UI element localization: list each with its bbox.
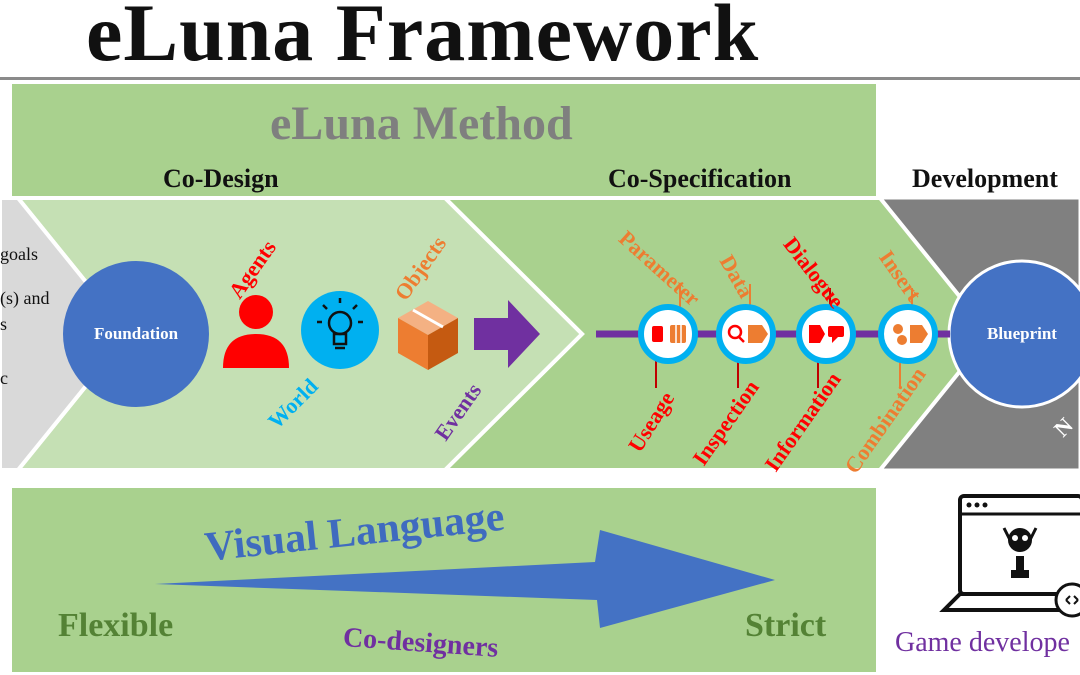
lightbulb-icon [301,291,379,369]
goals-fragment: goals [0,244,38,264]
flexible-label: Flexible [58,607,174,644]
hand-icon [638,304,698,364]
box-icon [398,301,458,370]
goals-fragment: (s) and [0,288,50,308]
dice-icon [878,304,938,364]
phase-label-development: Development [912,164,1058,193]
method-band [12,84,876,196]
goals-fragment: c [0,368,8,388]
phase-label-co-specification: Co-Specification [608,164,792,193]
strict-label: Strict [745,607,827,644]
magnifier-icon [716,304,776,364]
foundation-circle [63,261,209,407]
right-arrow-icon [474,300,540,368]
page-title: eLuna Framework [86,0,760,78]
foundation-label: Foundation [93,324,179,343]
flexibility-arrow [155,530,775,628]
game-monitor-icon [939,494,1080,618]
person-icon [223,295,289,368]
speech-icon [796,304,856,364]
game-developers-label: Game develope [895,627,1070,658]
title-divider [0,77,1080,80]
blueprint-label: Blueprint [987,324,1057,343]
goals-fragment: s [0,314,8,334]
phase-label-co-design: Co-Design [163,164,279,193]
method-title: eLuna Method [270,97,573,150]
